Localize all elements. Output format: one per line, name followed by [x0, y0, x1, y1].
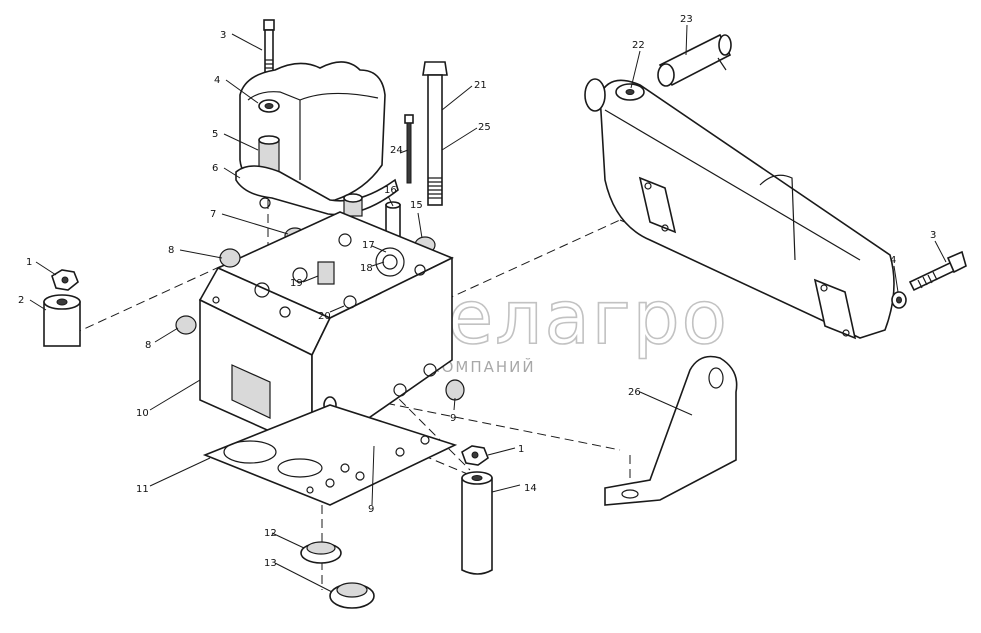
callout-10: 10 — [136, 408, 149, 419]
callout-19: 19 — [290, 278, 303, 289]
pipe-23 — [657, 33, 732, 87]
nut-left — [51, 269, 79, 291]
cylinder-head — [198, 211, 454, 452]
callout-20: 20 — [318, 311, 331, 322]
callout-9-right: 9 — [450, 413, 456, 424]
cap-16 — [343, 193, 363, 217]
stud-24 — [404, 114, 414, 184]
bolt-21 — [422, 61, 448, 206]
callout-17: 17 — [362, 240, 375, 251]
callout-11: 11 — [136, 484, 149, 495]
nut-lower — [461, 445, 489, 466]
callout-1-lower: 1 — [518, 444, 524, 455]
exhaust-manifold — [584, 78, 895, 340]
sleeve-left — [43, 294, 81, 347]
callout-25: 25 — [478, 122, 491, 133]
callout-2: 2 — [18, 295, 24, 306]
callout-22: 22 — [632, 40, 645, 51]
callout-21: 21 — [474, 80, 487, 91]
callout-4-top: 4 — [214, 75, 220, 86]
callout-18: 18 — [360, 263, 373, 274]
watermark-brand: белагро — [400, 275, 729, 361]
callout-15: 15 — [410, 200, 423, 211]
seal-12 — [300, 541, 342, 564]
washer-right — [891, 291, 907, 309]
bracket-26 — [604, 355, 738, 506]
callout-8-upper: 8 — [168, 245, 174, 256]
callout-labels: 1 2 3 4 5 6 7 8 8 9 9 10 11 12 13 14 15 … — [18, 14, 936, 569]
callout-4-right: 4 — [890, 255, 896, 266]
callout-24: 24 — [390, 145, 403, 156]
callout-26: 26 — [628, 387, 641, 398]
callout-8-lower: 8 — [145, 340, 151, 351]
plug-9-right — [445, 379, 465, 401]
callout-1-left: 1 — [26, 257, 32, 268]
callout-13: 13 — [264, 558, 277, 569]
bolt-right — [908, 250, 967, 292]
callout-9-lower: 9 — [368, 504, 374, 515]
pipe-22 — [615, 83, 645, 101]
leader-lines — [29, 24, 947, 593]
callout-5: 5 — [212, 129, 218, 140]
plug-8-lower — [175, 315, 197, 335]
callout-12: 12 — [264, 528, 277, 539]
callout-16: 16 — [384, 185, 397, 196]
callout-3-top: 3 — [220, 30, 226, 41]
seal-13 — [329, 582, 375, 609]
callout-14: 14 — [524, 483, 537, 494]
head-gasket — [202, 404, 458, 506]
callout-6: 6 — [212, 163, 218, 174]
callout-23: 23 — [680, 14, 693, 25]
washer-top — [258, 99, 280, 113]
sleeve-14 — [461, 471, 493, 575]
callout-7: 7 — [210, 209, 216, 220]
callout-3-right: 3 — [930, 230, 936, 241]
plug-8-upper — [219, 248, 241, 268]
